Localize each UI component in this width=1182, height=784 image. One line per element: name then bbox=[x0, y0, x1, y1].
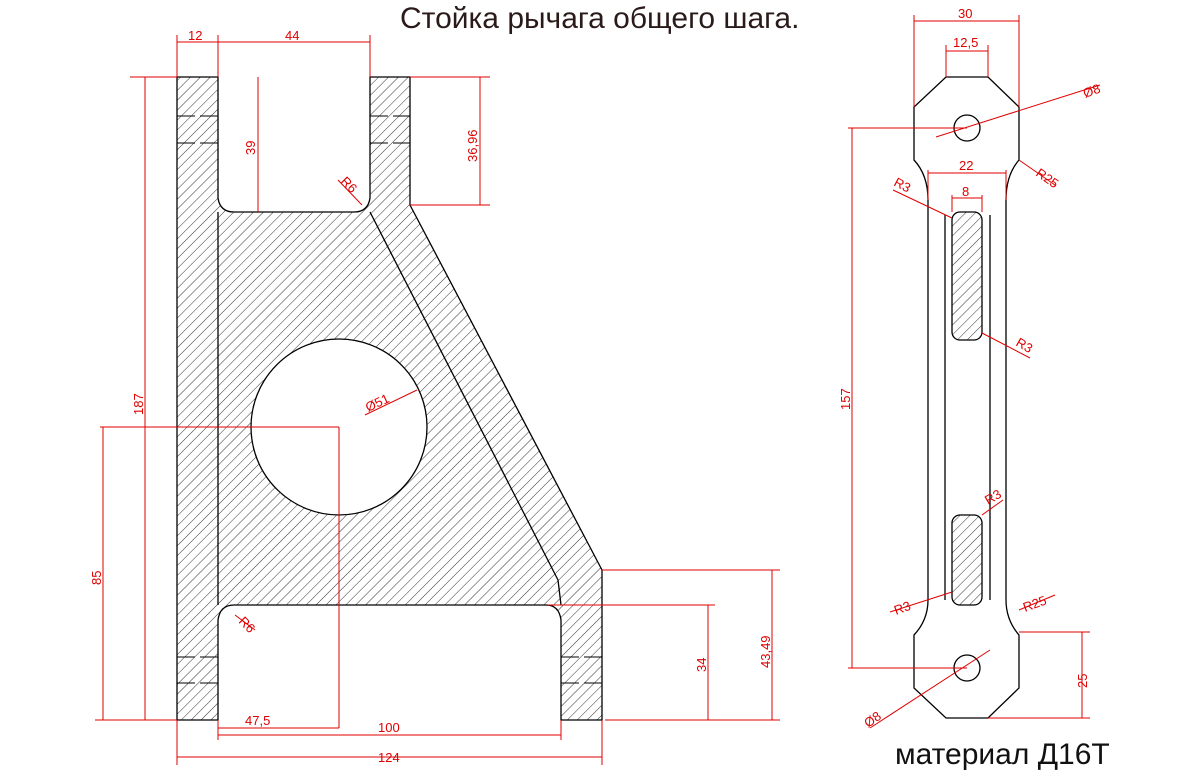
front-view-part bbox=[913, 76, 1020, 719]
dim-47-5: 47,5 bbox=[245, 713, 270, 728]
dim-r3-c: R3 bbox=[982, 486, 1004, 507]
dim-34: 34 bbox=[694, 658, 709, 672]
dim-22: 22 bbox=[959, 158, 973, 173]
dim-124: 124 bbox=[378, 750, 400, 765]
dim-36-96: 36,96 bbox=[465, 129, 480, 162]
dim-r3-b: R3 bbox=[1014, 335, 1036, 356]
dim-39: 39 bbox=[243, 141, 258, 155]
dim-12: 12 bbox=[188, 28, 202, 43]
dim-r25-top: R25 bbox=[1033, 165, 1061, 191]
dim-100: 100 bbox=[378, 720, 400, 735]
dim-157: 157 bbox=[838, 388, 853, 410]
dim-r3-a: R3 bbox=[892, 174, 914, 195]
dim-r25-bottom: R25 bbox=[1021, 593, 1049, 615]
front-view-dimensions: 30 12,5 Ø8 22 8 R3 R25 R3 157 R3 R3 R25 … bbox=[838, 6, 1102, 730]
drawing-title: Стойка рычага общего шага. bbox=[400, 2, 800, 35]
dim-30: 30 bbox=[958, 6, 972, 21]
dim-phi8-top: Ø8 bbox=[1081, 81, 1102, 101]
dim-r6-top: R6 bbox=[338, 174, 360, 196]
dim-phi8-bottom: Ø8 bbox=[861, 708, 884, 730]
dim-phi51: Ø51 bbox=[363, 391, 392, 415]
dim-85: 85 bbox=[89, 571, 104, 585]
side-view-dimensions: 12 44 39 36,96 R6 187 Ø51 85 R6 47,5 100… bbox=[89, 28, 780, 765]
dim-r3-d: R3 bbox=[892, 598, 913, 618]
dim-r6-bottom: R6 bbox=[236, 614, 258, 636]
dim-187: 187 bbox=[131, 393, 146, 415]
dim-25: 25 bbox=[1075, 674, 1090, 688]
dim-8: 8 bbox=[962, 184, 969, 199]
dim-12-5: 12,5 bbox=[953, 35, 978, 50]
dim-43-49: 43,49 bbox=[758, 635, 773, 668]
dim-44: 44 bbox=[285, 28, 299, 43]
material-label: материал Д16Т bbox=[895, 738, 1110, 771]
